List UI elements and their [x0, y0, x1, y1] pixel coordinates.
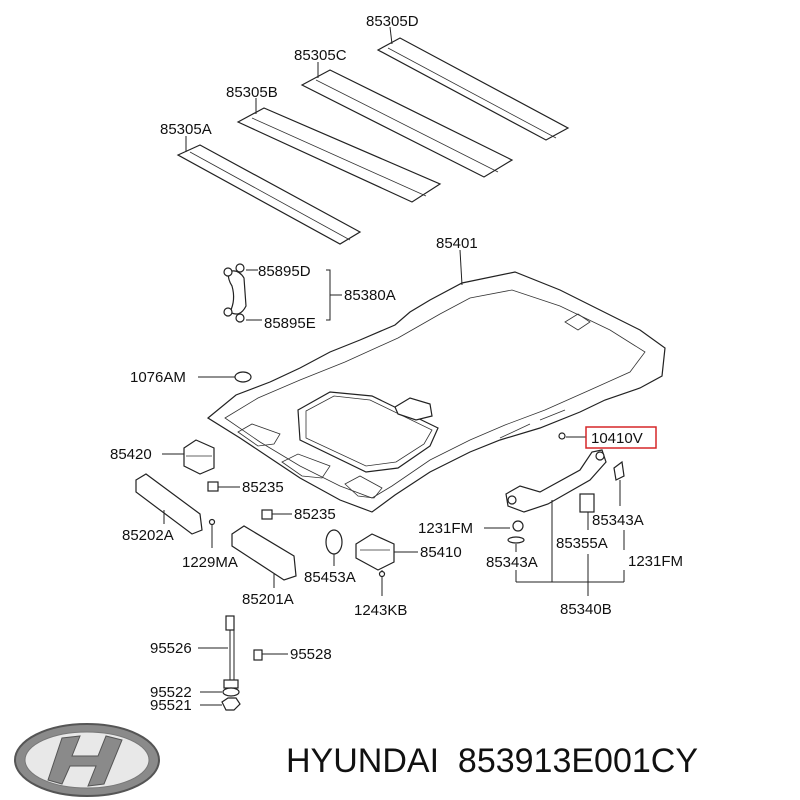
highlight-box-10410V — [585, 426, 657, 449]
label-85235-a: 85235 — [242, 479, 284, 496]
panel-85305A — [176, 144, 362, 245]
label-85340B: 85340B — [560, 601, 612, 618]
label-1229MA: 1229MA — [182, 554, 238, 571]
plug-1076AM — [234, 371, 252, 383]
label-95521: 95521 — [150, 697, 192, 714]
label-95528: 95528 — [290, 646, 332, 663]
bracket-85235-b — [261, 509, 273, 520]
connector-assembly — [221, 615, 263, 711]
label-85401: 85401 — [436, 235, 478, 252]
label-85201A: 85201A — [242, 591, 294, 608]
assist-grip-85380A — [223, 263, 247, 323]
cap-85453A — [325, 529, 343, 555]
label-85343A-a: 85343A — [486, 554, 538, 571]
assist-grip-85340B — [505, 449, 607, 513]
label-85305D: 85305D — [366, 13, 419, 30]
label-85895D: 85895D — [258, 263, 311, 280]
caption-text: HYUNDAI 853913E001CY — [286, 742, 698, 780]
label-1231FM-a: 1231FM — [418, 520, 473, 537]
label-85343A-b: 85343A — [592, 512, 644, 529]
headliner-85401 — [206, 271, 666, 513]
label-1076AM: 1076AM — [130, 369, 186, 386]
hyundai-logo-icon — [14, 723, 160, 797]
panel-85305B — [236, 107, 442, 203]
label-85355A: 85355A — [556, 535, 608, 552]
label-95526: 95526 — [150, 640, 192, 657]
label-85202A: 85202A — [122, 527, 174, 544]
label-85895E: 85895E — [264, 315, 316, 332]
panel-85305D — [376, 37, 570, 141]
label-10410V: 10410V — [591, 430, 643, 447]
bracket-85235-a — [207, 481, 219, 492]
sunvisor-85202A — [135, 473, 203, 535]
label-1243KB: 1243KB — [354, 602, 407, 619]
lamp-85410 — [355, 533, 395, 571]
panel-85305C — [300, 69, 514, 178]
label-85305C: 85305C — [294, 47, 347, 64]
label-95522: 95522 — [150, 684, 192, 701]
label-85453A: 85453A — [304, 569, 356, 586]
label-85235-b: 85235 — [294, 506, 336, 523]
roof-panels — [176, 37, 570, 245]
label-85305B: 85305B — [226, 84, 278, 101]
label-85420: 85420 — [110, 446, 152, 463]
label-85380A: 85380A — [344, 287, 396, 304]
label-85305A: 85305A — [160, 121, 212, 138]
label-1231FM-b: 1231FM — [628, 553, 683, 570]
sunvisor-85201A — [231, 525, 297, 581]
label-85410: 85410 — [420, 544, 462, 561]
lamp-85420 — [183, 439, 215, 475]
